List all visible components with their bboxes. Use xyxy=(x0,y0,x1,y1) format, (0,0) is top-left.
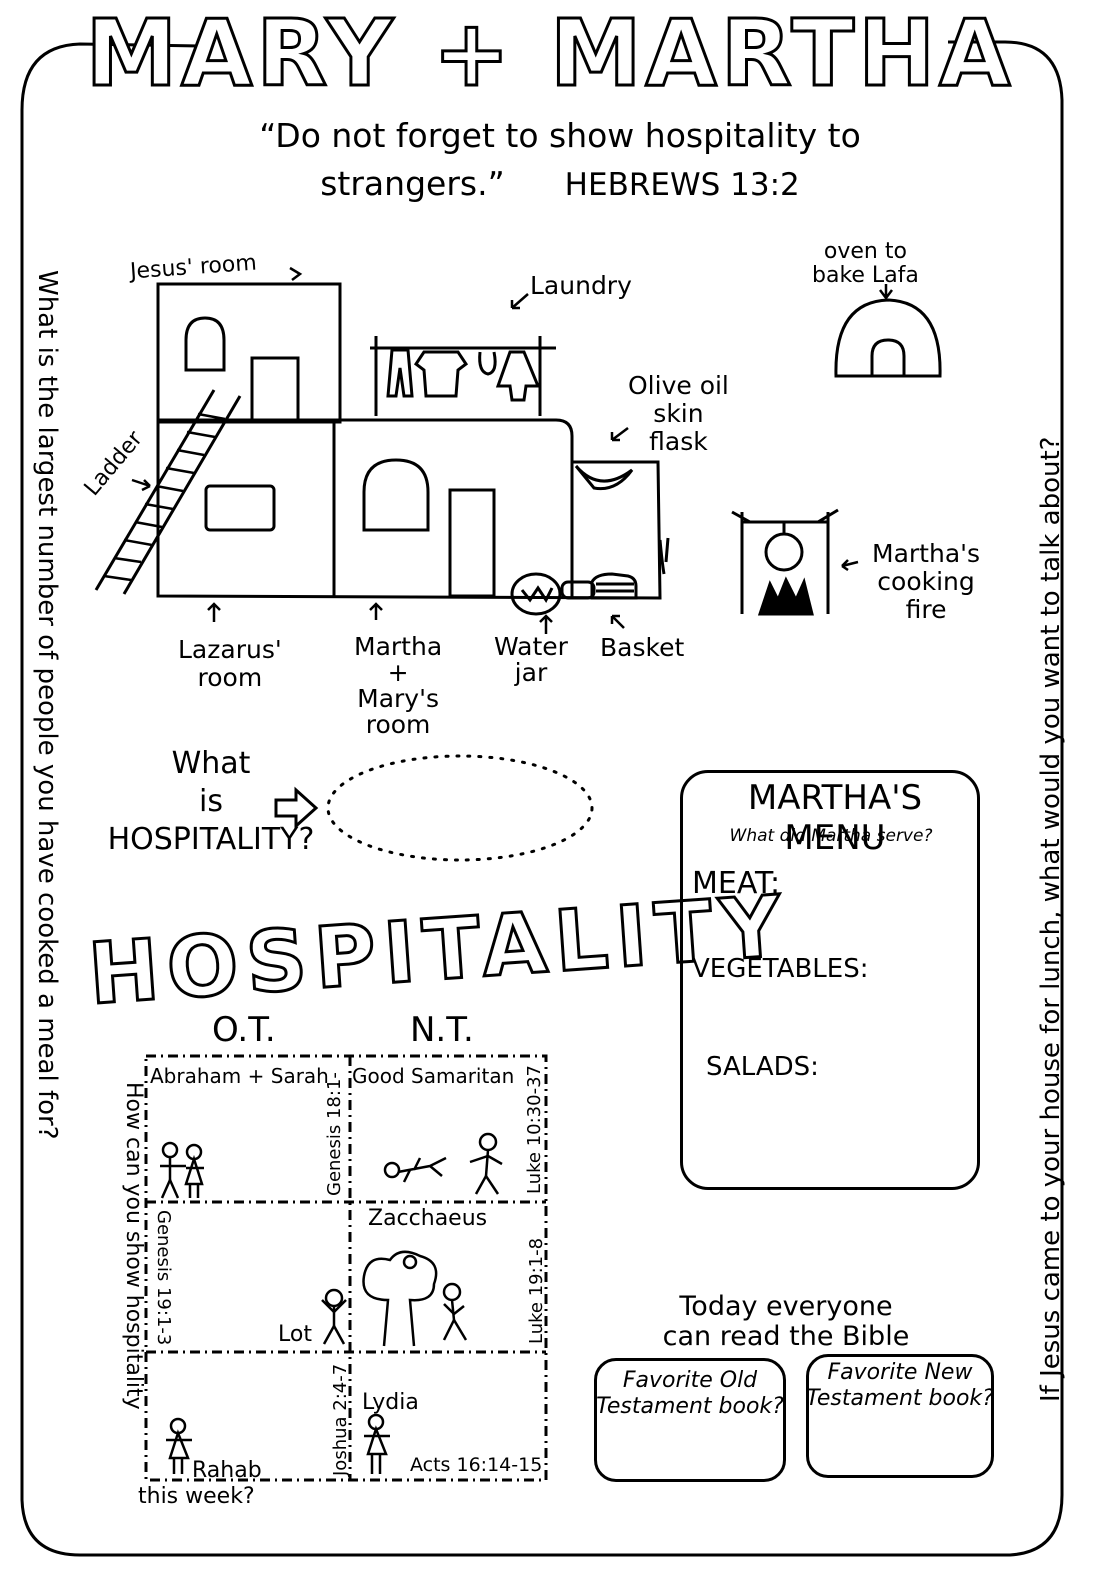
label-basket: Basket xyxy=(600,633,685,662)
favorite-nt-box[interactable] xyxy=(806,1354,994,1478)
new-testament-label: N.T. xyxy=(410,1010,474,1050)
favorite-ot-line-2: Testament book? xyxy=(596,1394,784,1419)
cell-lot: Lot xyxy=(278,1322,312,1347)
label-lazarus-line-2: room xyxy=(197,663,263,692)
menu-vegetables-label: VEGETABLES: xyxy=(692,954,869,984)
label-lazarus-room: Lazarus' room xyxy=(178,636,282,692)
upper-window xyxy=(184,316,226,372)
label-arrows xyxy=(131,266,893,830)
hospitality-answer-oval[interactable] xyxy=(326,754,594,862)
old-testament-label: O.T. xyxy=(212,1010,276,1050)
what-is-line-3: HOSPITALITY? xyxy=(107,822,315,857)
menu-salads-label: SALADS: xyxy=(706,1052,819,1082)
label-martha-mary-room: Martha + Mary's room xyxy=(354,634,442,738)
quote-reference: HEBREWS 13:2 xyxy=(564,167,800,203)
cell-good-samaritan: Good Samaritan xyxy=(352,1064,515,1088)
story-grid xyxy=(144,1054,548,1482)
label-cooking-fire: Martha's cooking fire xyxy=(872,540,980,624)
cell-abraham-ref: Genesis 18:1- xyxy=(324,1072,345,1196)
label-oven-line-2: bake Lafa xyxy=(812,263,919,288)
marthas-menu-box[interactable] xyxy=(680,770,980,1190)
upper-room xyxy=(156,282,342,424)
label-olive-line-3: flask xyxy=(649,427,708,456)
label-mm-line-2: + xyxy=(387,658,409,687)
stick-figures xyxy=(160,1132,503,1474)
favorite-nt-line-1: Favorite New xyxy=(827,1360,973,1385)
label-mm-line-3: Mary's xyxy=(357,684,439,713)
label-cooking-line-2: cooking xyxy=(877,567,975,596)
cell-rahab-ref: Joshua 2:4-7 xyxy=(330,1363,351,1476)
cell-samaritan-ref: Luke 10:30-37 xyxy=(524,1065,545,1194)
quote-line-1: “Do not forget to show hospitality to xyxy=(259,116,861,155)
favorite-nt-label: Favorite New Testament book? xyxy=(806,1360,994,1412)
favorite-nt-line-2: Testament book? xyxy=(806,1386,994,1411)
house-drawing xyxy=(94,282,670,616)
label-mm-line-4: room xyxy=(365,710,431,739)
bible-heading-line-2: can read the Bible xyxy=(662,1321,910,1352)
label-mm-line-1: Martha xyxy=(354,632,443,661)
right-side-question: If Jesus came to your house for lunch, w… xyxy=(1036,436,1066,1402)
label-water-jar: Water jar xyxy=(494,634,568,686)
menu-meat-label: MEAT: xyxy=(692,866,781,901)
bible-heading: Today everyone can read the Bible xyxy=(636,1292,936,1352)
label-oven: oven to bake Lafa xyxy=(812,240,919,288)
what-is-hospitality: What is HOSPITALITY? xyxy=(106,745,316,859)
cell-zacchaeus-ref: Luke 19:1-8 xyxy=(526,1237,547,1344)
page-title: MARY + MARTHA xyxy=(84,0,1015,107)
label-oven-line-1: oven to xyxy=(823,239,907,264)
what-is-line-2: is xyxy=(199,784,223,819)
label-olive-line-2: skin xyxy=(653,399,704,428)
cell-zacchaeus: Zacchaeus xyxy=(368,1206,488,1231)
upper-door xyxy=(250,356,300,424)
middle-door xyxy=(448,488,496,598)
what-is-line-1: What xyxy=(171,746,251,781)
page-border xyxy=(20,40,1064,1557)
menu-title: MARTHA'S MENU xyxy=(747,778,923,858)
favorite-ot-label: Favorite Old Testament book? xyxy=(594,1368,786,1420)
label-laundry: Laundry xyxy=(530,271,632,300)
cell-rahab: Rahab xyxy=(192,1458,262,1483)
cell-abraham-sarah: Abraham + Sarah xyxy=(150,1064,329,1088)
favorite-ot-line-1: Favorite Old xyxy=(622,1368,758,1393)
favorite-ot-box[interactable] xyxy=(594,1358,786,1482)
lower-house xyxy=(156,418,662,600)
scripture-quote: “Do not forget to show hospitality to st… xyxy=(150,112,970,209)
grid-side-question-line-2: this week? xyxy=(138,1484,255,1509)
cooking-fire-drawing xyxy=(731,508,839,616)
middle-window xyxy=(362,458,430,532)
label-olive-flask: Olive oil skin flask xyxy=(628,372,729,456)
label-lazarus-line-1: Lazarus' xyxy=(178,635,282,664)
grid-side-question-line-1: How can you show hospitality xyxy=(121,1082,146,1410)
cell-lydia-ref: Acts 16:14-15 xyxy=(410,1454,543,1476)
cell-lot-ref: Genesis 19:1-3 xyxy=(153,1210,174,1346)
label-olive-line-1: Olive oil xyxy=(628,371,729,400)
left-side-question: What is the largest number of people you… xyxy=(32,270,62,1140)
label-cooking-line-3: fire xyxy=(905,595,947,624)
label-cooking-line-1: Martha's xyxy=(872,539,981,568)
oven-drawing xyxy=(834,298,942,378)
label-water-line-1: Water xyxy=(494,632,568,661)
cell-lydia: Lydia xyxy=(362,1390,419,1415)
bible-heading-line-1: Today everyone xyxy=(679,1291,893,1322)
label-water-line-2: jar xyxy=(514,658,548,687)
menu-subtitle: What did Martha serve? xyxy=(729,826,933,846)
lazarus-window xyxy=(204,484,276,532)
quote-line-2: strangers.” xyxy=(320,164,505,203)
